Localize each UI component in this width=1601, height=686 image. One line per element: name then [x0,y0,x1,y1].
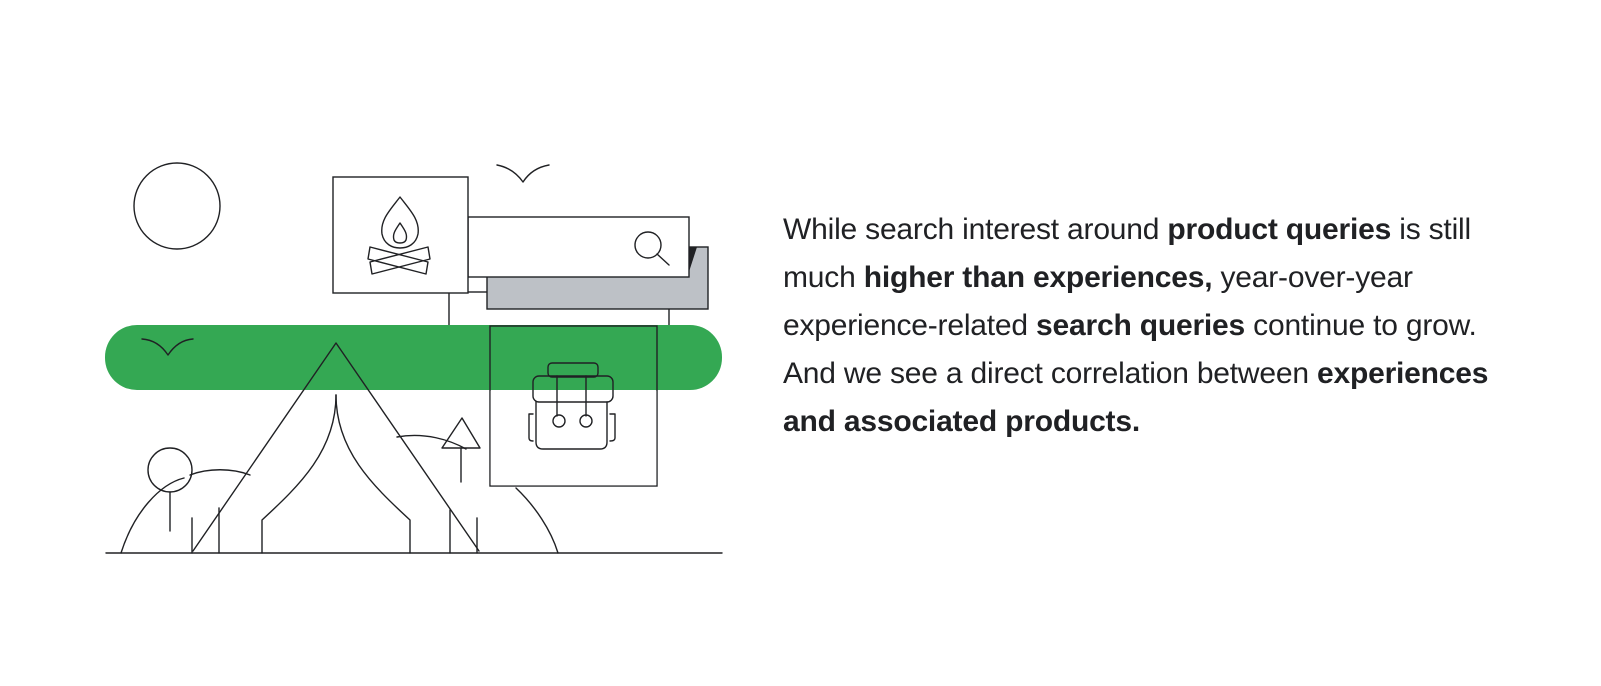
illustration-svg [105,162,723,554]
bird-icon [496,164,550,183]
fence-posts [191,507,478,554]
copy-emphasis-associated-products: experiences and associated products. [783,357,1489,438]
backpack-card [489,325,658,487]
search-icon [634,231,670,266]
copy-text: year-over-year experience-related [783,261,1413,342]
tree-icon [147,447,193,532]
bird-icon [141,338,194,356]
copy-text: While search interest around [783,213,1168,246]
hill-right [396,434,467,450]
tent-icon [192,342,480,554]
backpack-card-lower-fill [490,391,657,486]
green-band [105,325,722,390]
campfire-card [332,176,469,294]
hill-left-top [189,469,251,476]
camping-search-illustration [0,0,760,681]
tree-icon [441,417,481,483]
hill-right-lower [515,487,559,554]
campfire-icon [367,196,431,275]
copy-emphasis-product-queries: product queries [1167,213,1392,246]
experience-insight-paragraph: While search interest around product que… [783,206,1523,446]
backpack-icon [528,362,616,450]
hill-left [120,477,185,554]
copy-text: continue to grow. And we see a direct co… [783,309,1477,390]
copy-text: is still much [783,213,1471,294]
search-bar [467,216,690,278]
copy-emphasis-higher-than-experiences: higher than experiences, [863,261,1213,294]
copy-emphasis-search-queries: search queries [1036,309,1246,342]
sun-icon [133,162,221,250]
